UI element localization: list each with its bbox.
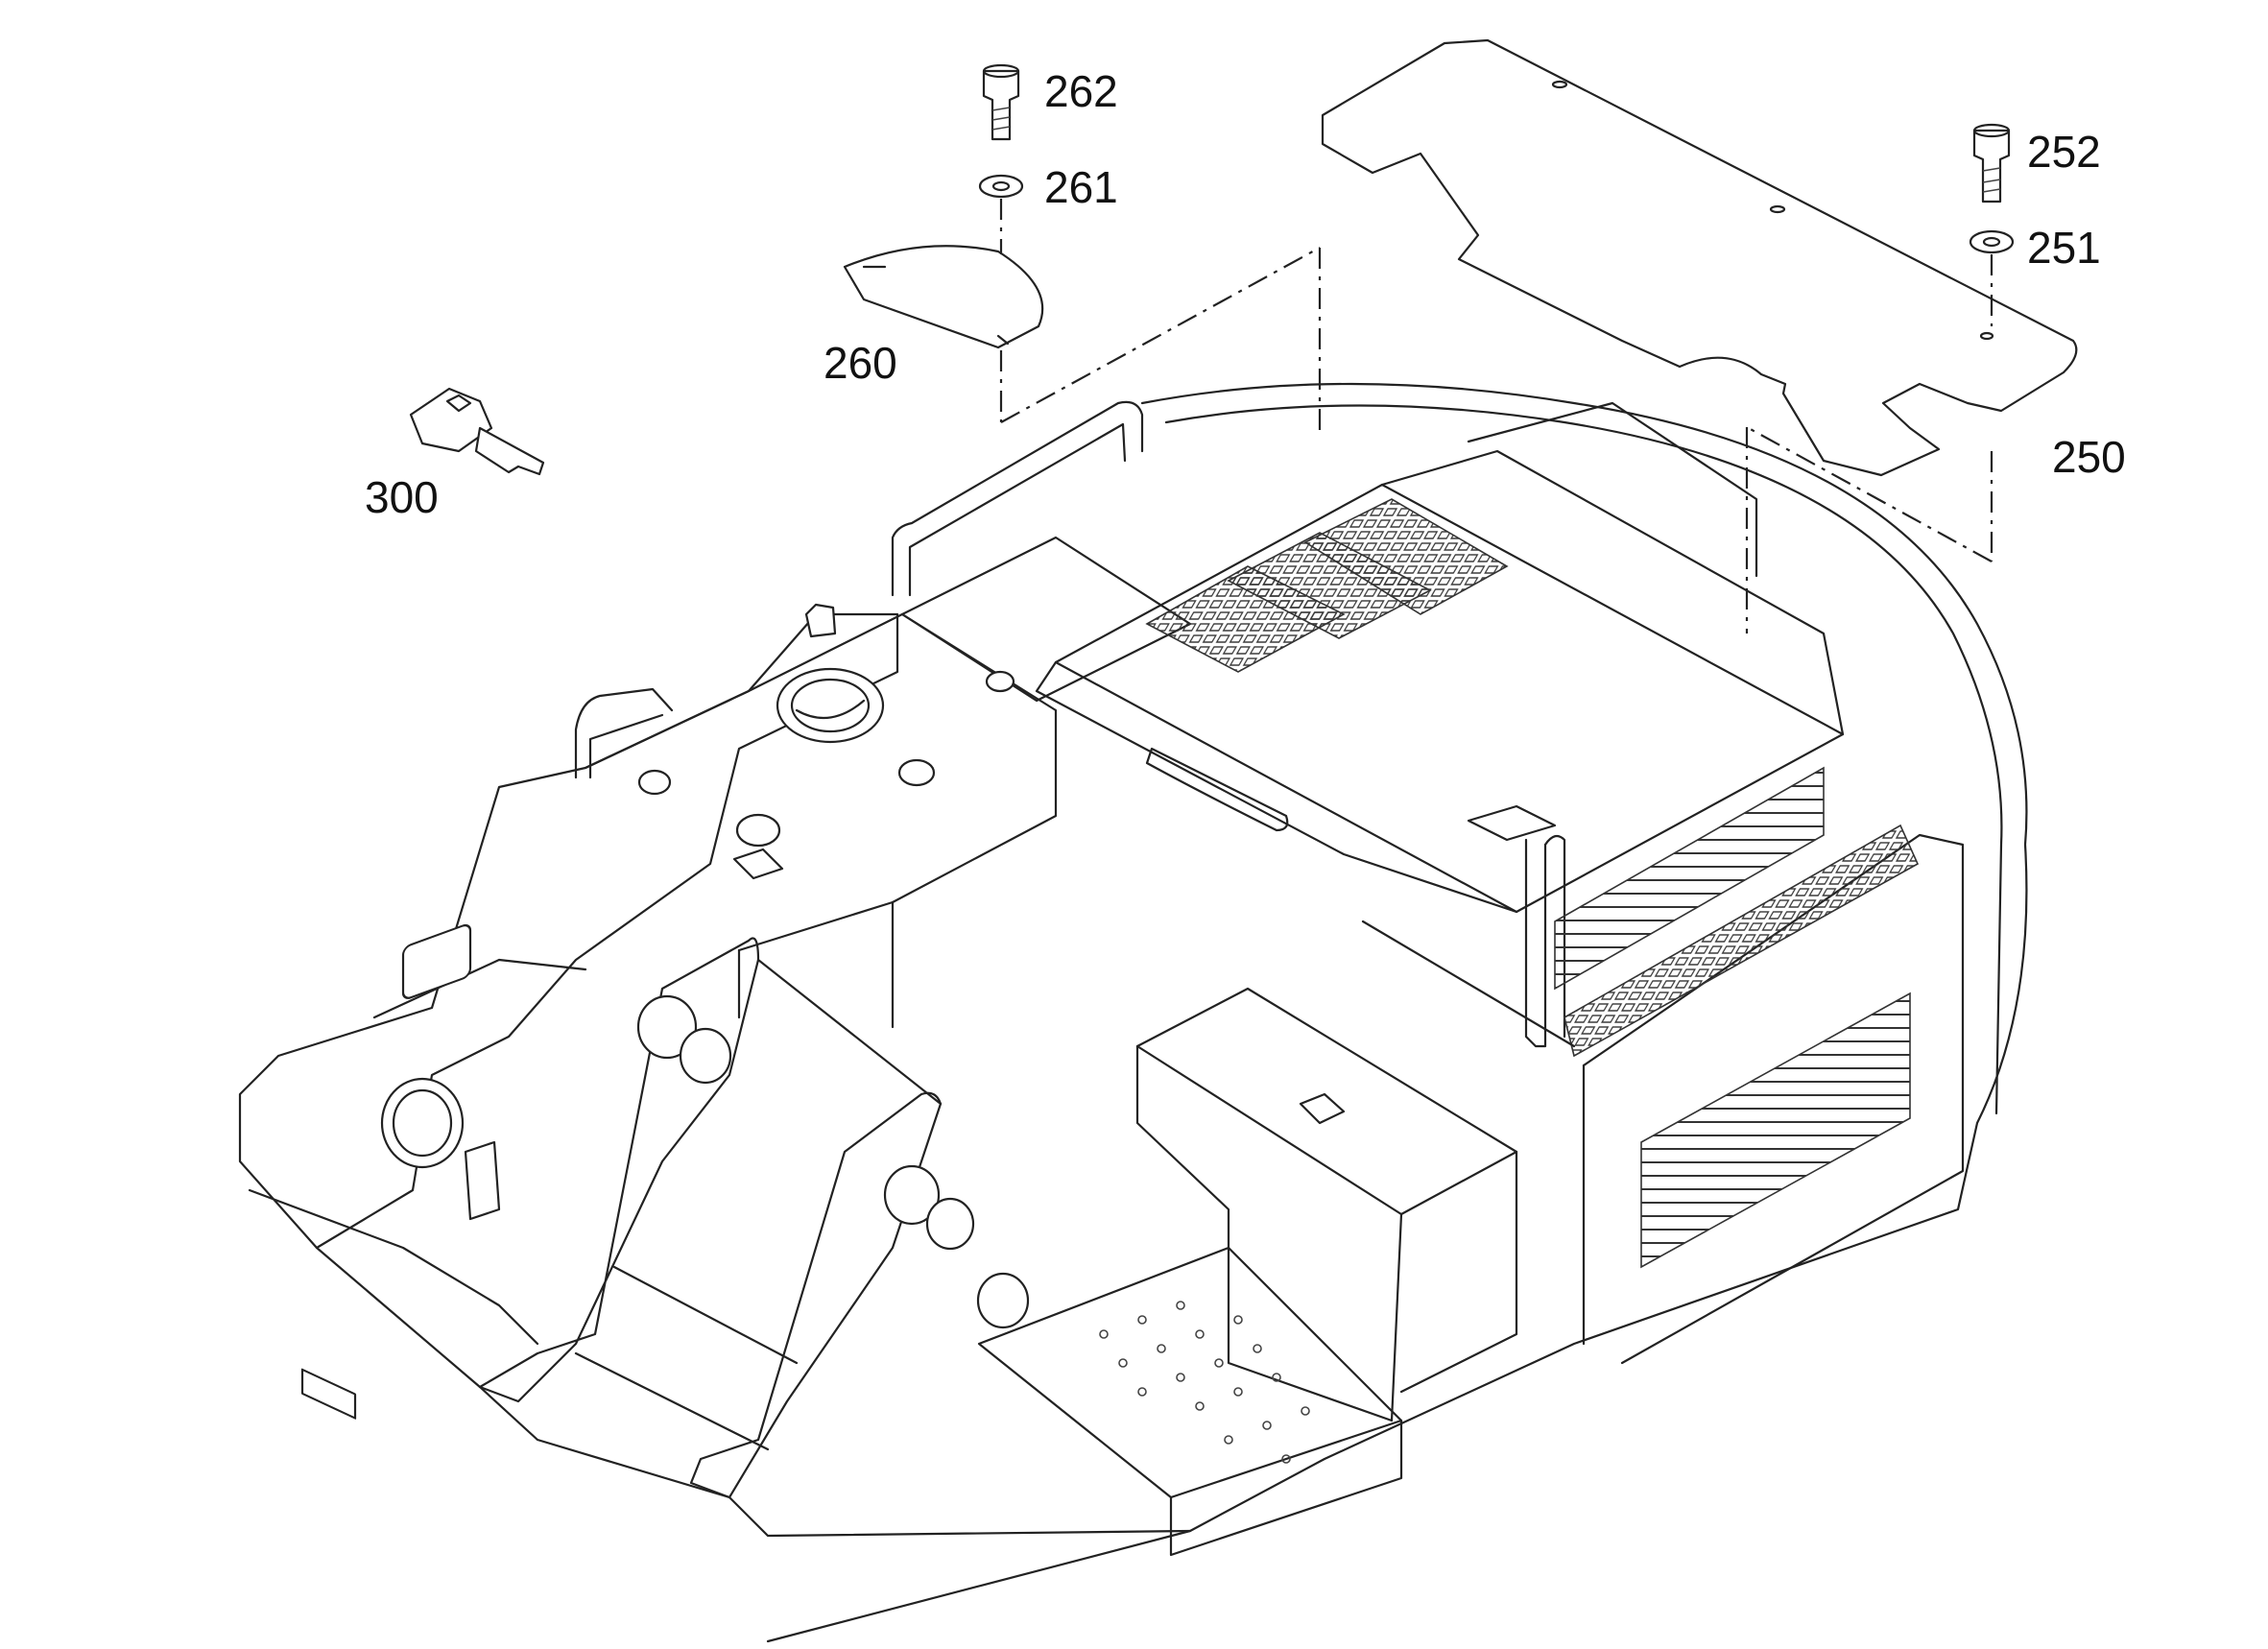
assembly-leader-lines: [999, 199, 1993, 633]
callout-260: 260: [824, 338, 897, 388]
callout-261: 261: [1044, 162, 1118, 212]
callout-262: 262: [1044, 66, 1118, 116]
washer-251: [1969, 229, 2015, 254]
floor-holes: [1099, 1301, 1310, 1464]
screw-252: [1972, 123, 2011, 203]
screw-262: [982, 63, 1020, 141]
callout-252: 252: [2027, 127, 2101, 177]
cover-plate-260: [843, 245, 1044, 349]
callout-251: 251: [2027, 223, 2101, 273]
key-part: [409, 387, 545, 476]
washer-261: [978, 174, 1024, 199]
callout-300: 300: [365, 472, 439, 522]
excavator-upper-frame: [238, 382, 2028, 1643]
callout-250: 250: [2052, 432, 2126, 482]
cover-plate-250: [1321, 38, 2078, 477]
